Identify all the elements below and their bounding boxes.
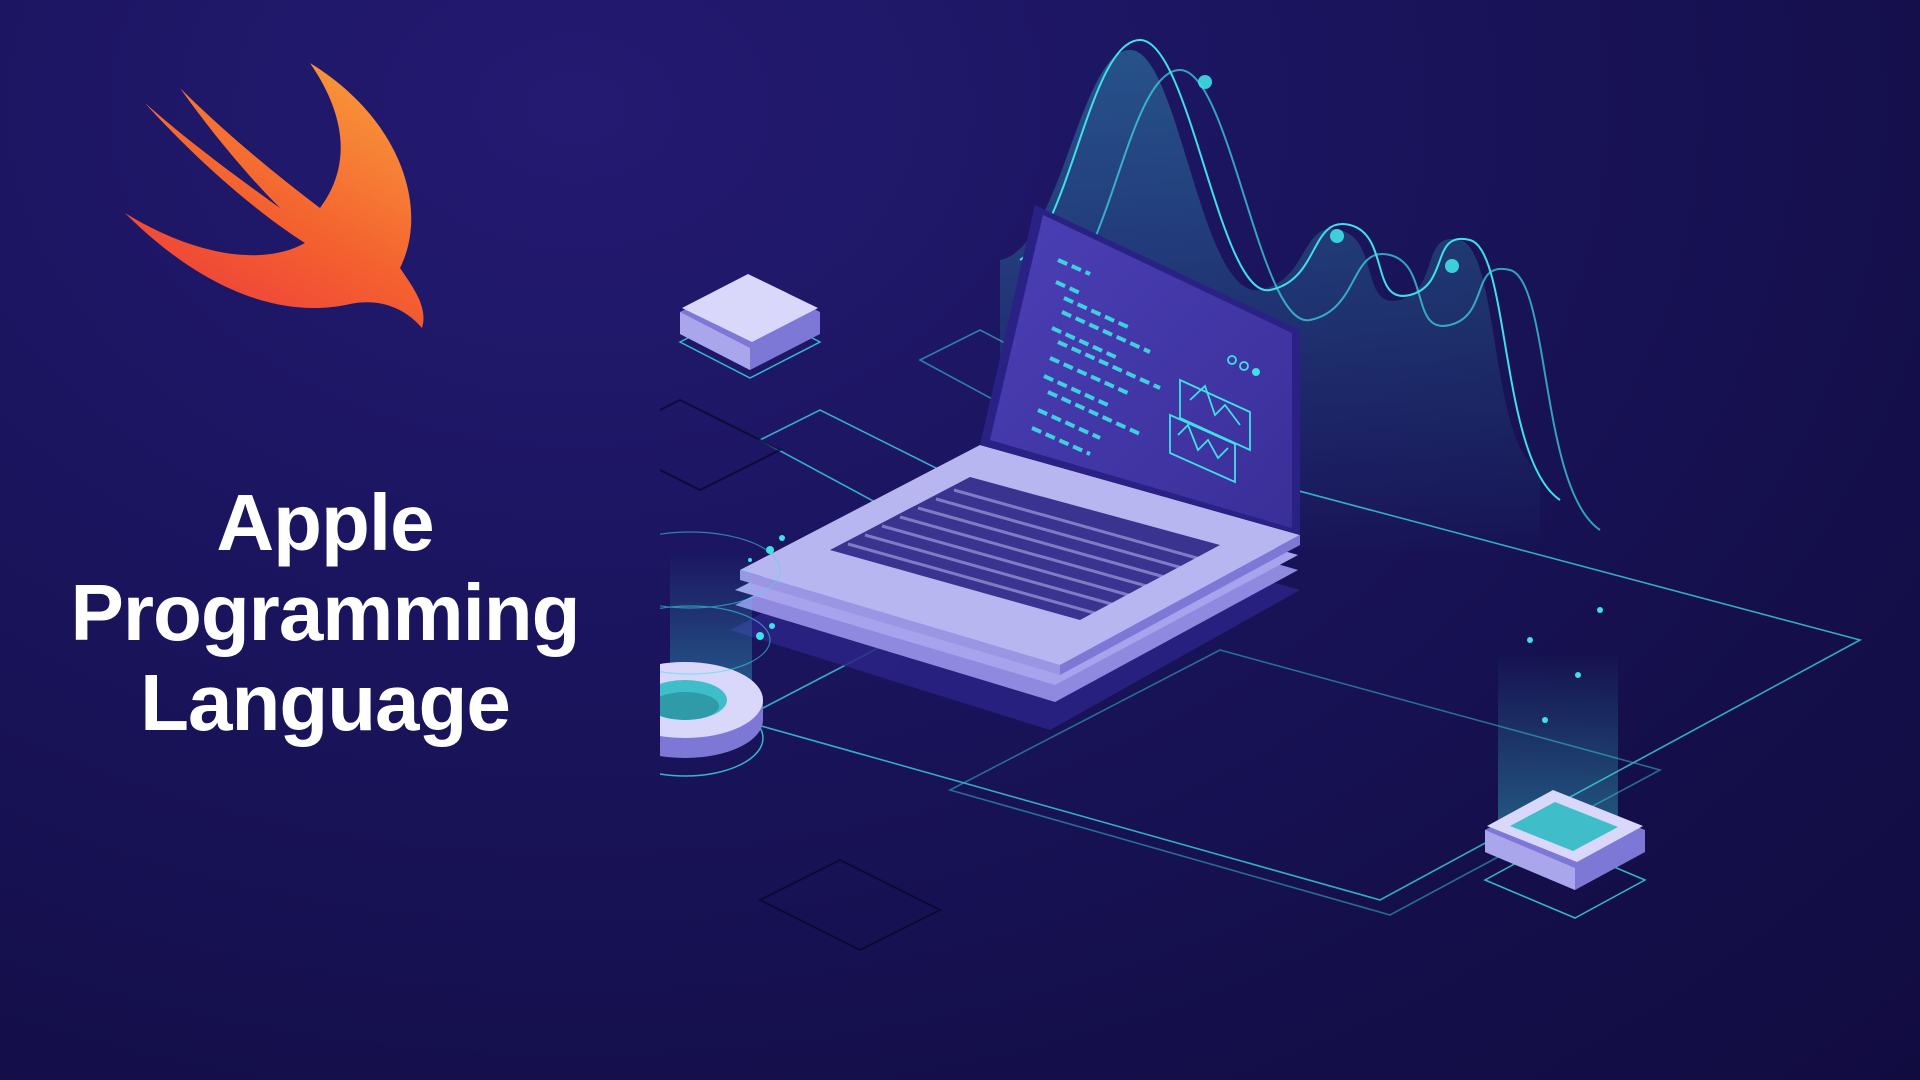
swift-logo-icon (125, 63, 424, 328)
headline-line-1: Apple (216, 478, 434, 567)
headline: Apple Programming Language (0, 478, 650, 748)
headline-line-3: Language (140, 658, 511, 747)
laptop-illustration-icon (660, 38, 1863, 952)
headline-line-2: Programming (70, 568, 580, 657)
